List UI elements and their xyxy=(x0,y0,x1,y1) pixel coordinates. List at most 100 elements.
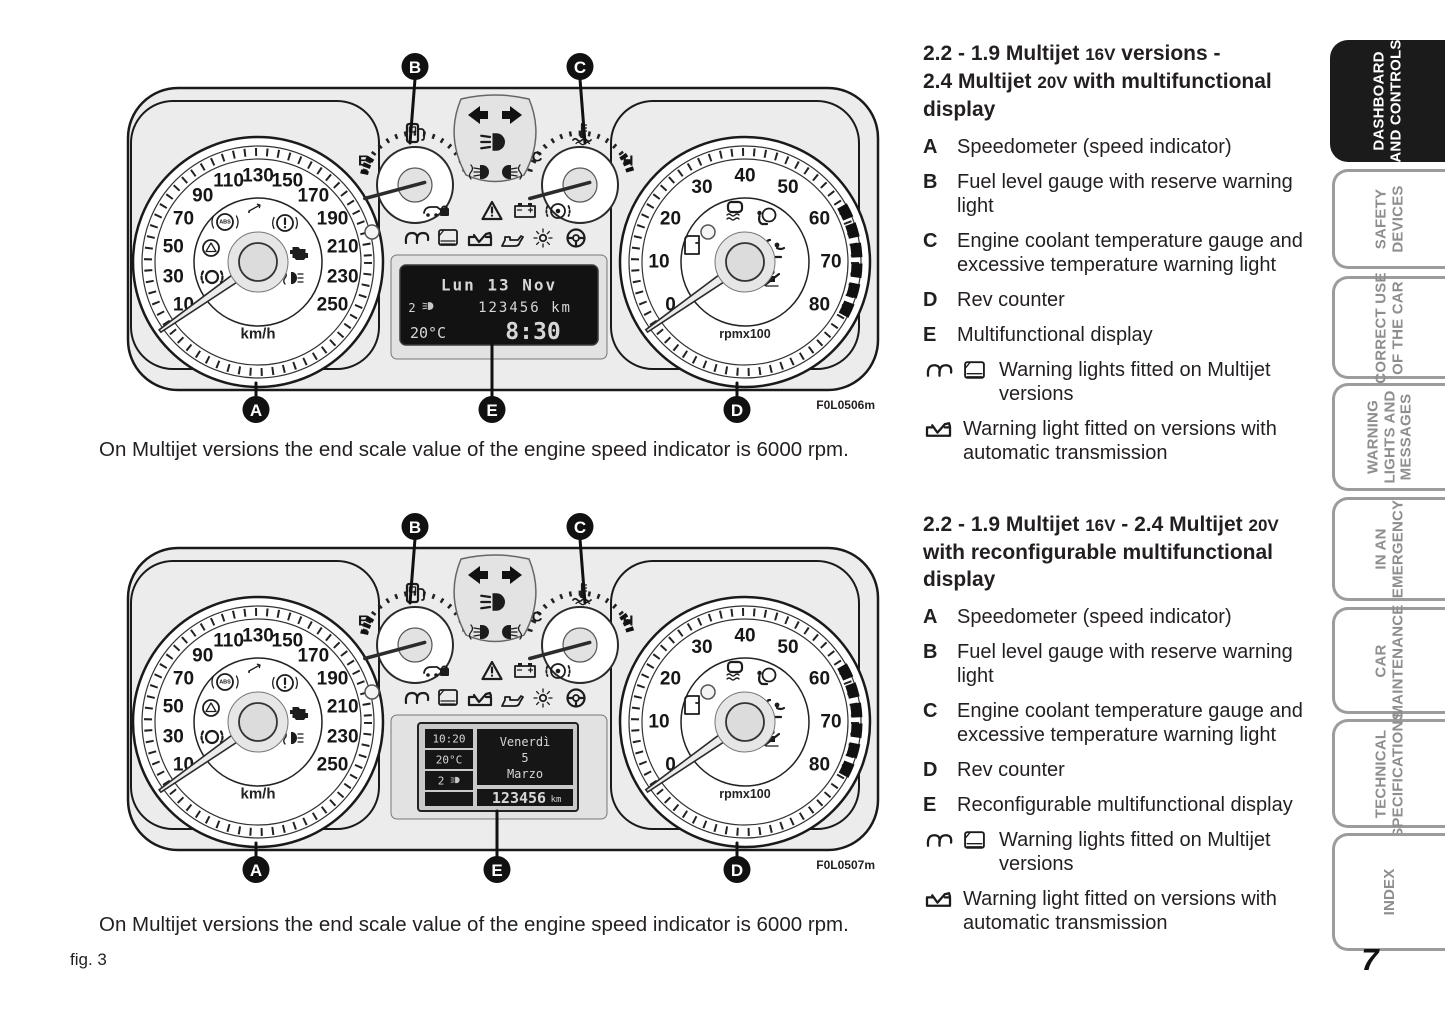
svg-text:50: 50 xyxy=(777,637,798,658)
svg-text:210: 210 xyxy=(327,697,359,718)
svg-text:70: 70 xyxy=(820,252,841,273)
fuel-empty-label: E xyxy=(358,153,368,170)
temp-hot-label: H xyxy=(623,153,634,170)
svg-text:40: 40 xyxy=(734,626,755,647)
section-heading: 2.2 - 1.9 Multijet 16V - 2.4 Multijet 20… xyxy=(923,513,1279,591)
legend-item-multijet-warning-lights: Warning lights fitted on Multijet versio… xyxy=(923,358,1325,406)
instrument-cluster-multifunctional: 10 30 50 70 90 110 130 150 170 190 210 2… xyxy=(126,53,880,423)
svg-text:20: 20 xyxy=(660,669,681,690)
svg-text:50: 50 xyxy=(163,237,184,258)
callouts: B C A E D xyxy=(242,53,751,423)
callout-a: A xyxy=(250,401,262,420)
svg-text:50: 50 xyxy=(777,177,798,198)
glow-plug-icon xyxy=(926,834,953,847)
glow-plug-icon xyxy=(926,364,953,377)
centre-telltale-area xyxy=(404,554,586,708)
legend-text-column: 2.2 - 1.9 Multijet 16V versions - 2.4 Mu… xyxy=(923,40,1325,946)
lcd-temperature: 20°C xyxy=(410,324,446,342)
lcd-beam-icon xyxy=(450,776,461,784)
callout-b: B xyxy=(409,58,421,77)
legend-item-multijet-warning-lights: Warning lights fitted on Multijet versio… xyxy=(923,828,1325,876)
diesel-filter-icon xyxy=(964,831,985,849)
page-number: 7 xyxy=(1361,942,1379,977)
svg-text:110: 110 xyxy=(213,631,244,652)
reconfigurable-display: 10:20 20°C 2 Venerdì 5 Marzo 123456 km xyxy=(417,722,579,812)
callout-e: E xyxy=(486,401,497,420)
svg-text:130: 130 xyxy=(242,166,274,187)
low-beam-icon xyxy=(480,592,507,612)
temp-cold-label: C xyxy=(532,609,543,626)
fuel-empty-label: E xyxy=(358,613,368,630)
section-reconfigurable-display: 2.2 - 1.9 Multijet 16V - 2.4 Multijet 20… xyxy=(923,511,1325,935)
svg-text:70: 70 xyxy=(173,209,194,230)
lcd-odometer: 123456 km xyxy=(478,300,572,316)
lcd-trip: 2 xyxy=(438,775,445,788)
svg-text:210: 210 xyxy=(327,237,359,258)
redline-zone xyxy=(837,203,863,321)
rev-counter-dial: 0 10 20 30 40 50 60 70 80 rpmx100 xyxy=(618,135,872,389)
svg-text:230: 230 xyxy=(327,727,359,748)
turn-left-indicator-icon xyxy=(468,566,488,584)
svg-text:0: 0 xyxy=(665,295,676,316)
rev-counter-unit: rpmx100 xyxy=(719,787,770,801)
instrument-cluster-reconfigurable: 10 30 50 70 90 110 130 150 170 190 210 2… xyxy=(126,513,880,883)
svg-text:170: 170 xyxy=(297,646,329,667)
svg-text:50: 50 xyxy=(163,697,184,718)
callout-c: C xyxy=(574,518,586,537)
speedometer-unit: km/h xyxy=(240,786,275,803)
svg-text:0: 0 xyxy=(665,755,676,776)
turn-right-indicator-icon xyxy=(502,106,522,124)
callouts: B C A E D xyxy=(242,513,751,883)
speedometer-dial: 10 30 50 70 90 110 130 150 170 190 210 2… xyxy=(131,595,385,849)
svg-text:60: 60 xyxy=(809,669,830,690)
callout-b: B xyxy=(409,518,421,537)
diesel-filter-icon xyxy=(964,361,985,379)
turn-left-indicator-icon xyxy=(468,106,488,124)
transmission-oil-icon xyxy=(925,892,952,907)
legend-item-automatic-transmission-light: Warning light fitted on versions with au… xyxy=(923,887,1325,935)
section-multifunctional-display: 2.2 - 1.9 Multijet 16V versions - 2.4 Mu… xyxy=(923,40,1325,465)
section-heading: 2.2 - 1.9 Multijet 16V versions - 2.4 Mu… xyxy=(923,42,1272,121)
svg-text:150: 150 xyxy=(272,171,304,192)
rev-counter-unit: rpmx100 xyxy=(719,327,770,341)
lcd-odometer: 123456 xyxy=(492,789,546,807)
callout-c: C xyxy=(574,58,586,77)
svg-text:190: 190 xyxy=(317,209,349,230)
speedometer-dial: 10 30 50 70 90 110 130 150 170 190 210 2… xyxy=(131,135,385,389)
figure-caption: On Multijet versions the end scale value… xyxy=(99,913,849,936)
svg-text:10: 10 xyxy=(648,252,669,273)
low-beam-icon xyxy=(480,132,507,152)
callout-a: A xyxy=(250,861,262,880)
figure-caption: On Multijet versions the end scale value… xyxy=(99,438,849,461)
svg-text:80: 80 xyxy=(809,295,830,316)
svg-text:30: 30 xyxy=(691,637,712,658)
svg-text:190: 190 xyxy=(317,669,349,690)
temperature-needle xyxy=(528,180,592,201)
svg-text:40: 40 xyxy=(734,166,755,187)
redline-zone xyxy=(837,663,863,781)
lcd-month: Marzo xyxy=(507,767,543,781)
svg-text:150: 150 xyxy=(272,631,304,652)
lcd-date: 5 xyxy=(521,751,528,765)
transmission-oil-icon xyxy=(925,422,952,437)
lcd-time: 8:30 xyxy=(505,319,560,345)
svg-text:90: 90 xyxy=(192,186,213,207)
svg-text:230: 230 xyxy=(327,267,359,288)
svg-text:80: 80 xyxy=(809,755,830,776)
lcd-temperature: 20°C xyxy=(436,754,463,767)
legend-item-automatic-transmission-light: Warning light fitted on versions with au… xyxy=(923,417,1325,465)
